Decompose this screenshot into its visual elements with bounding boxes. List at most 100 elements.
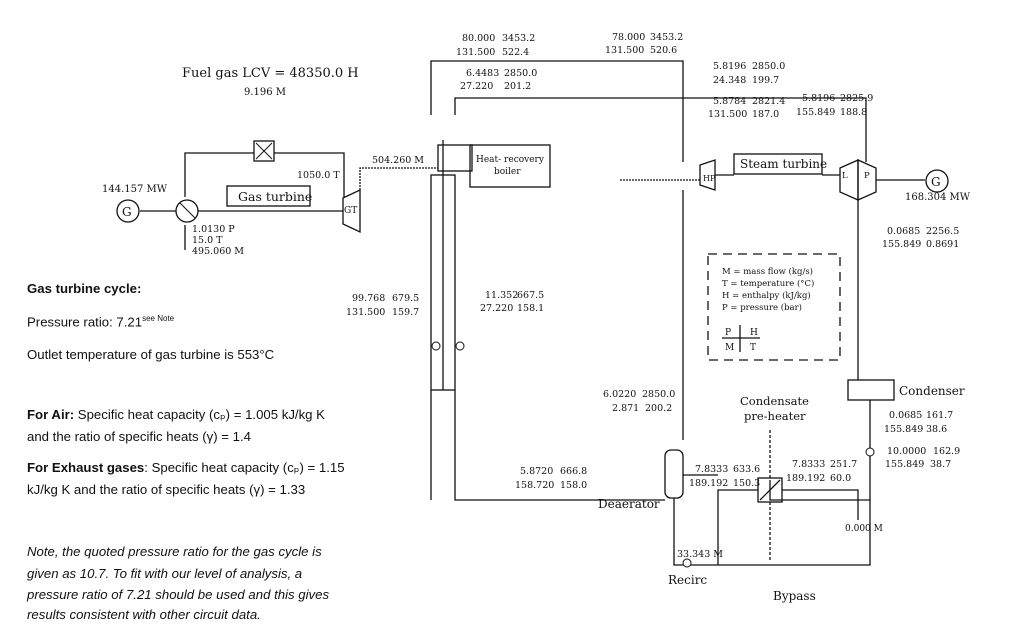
condensate-pump (865, 447, 875, 457)
zero-flow: 0.000 M (845, 524, 883, 534)
gas-turbine-box (226, 185, 311, 207)
lp-in-b-br: 188.8 (840, 107, 867, 118)
ph-in-br: 150.3 (733, 478, 760, 489)
hrb-label-2: boiler (494, 167, 521, 177)
econ-a-br: 159.7 (392, 307, 419, 318)
condenser-label: Condenser (899, 384, 965, 398)
deaerator-label: Deaerator (598, 497, 660, 511)
cond-out-br: 38.6 (926, 424, 947, 435)
legend-box-h: H (750, 328, 758, 338)
econ-b-br: 158.1 (517, 303, 544, 314)
deaer-steam-bl: 2.871 (612, 403, 639, 414)
ph-in-tl: 7.8333 (695, 464, 728, 475)
gt-power: 144.157 MW (102, 184, 168, 195)
reheat-in-bl: 27.220 (460, 81, 493, 92)
note-line-3: pressure ratio of 7.21 should be used an… (27, 587, 330, 602)
compressor (175, 199, 199, 223)
reheat-in-tr: 2850.0 (504, 68, 537, 79)
gt-cycle-title: Gas turbine cycle: (27, 281, 142, 296)
gt-label: GT (344, 206, 357, 216)
pump-out-tl: 10.0000 (887, 446, 926, 457)
deaer-steam-br: 200.2 (645, 403, 672, 414)
air-props: For Air: Specific heat capacity (cₚ) = 1… (27, 407, 325, 422)
hp-turbine (699, 159, 716, 191)
ph-in-tr: 633.6 (733, 464, 760, 475)
fuel-lcv: Fuel gas LCV = 48350.0 H (182, 66, 359, 81)
l-label: L (842, 171, 848, 181)
gt-generator (116, 199, 140, 223)
steam-turbine-label: Steam turbine (740, 157, 827, 171)
ph-out-bl: 189.192 (786, 473, 825, 484)
hp-exit-bl: 24.348 (713, 75, 746, 86)
lp-in-b-tr: 2825.9 (840, 93, 873, 104)
reheat-in-br: 201.2 (504, 81, 531, 92)
reheat-in-tl: 6.4483 (466, 68, 499, 79)
condenser-box (847, 379, 895, 401)
condensate-preheater-1: Condensate (740, 394, 809, 408)
legend-pressure: P = pressure (bar) (722, 302, 802, 313)
lp-exhaust-br: 0.8691 (926, 239, 959, 250)
ph-out-tr: 251.7 (830, 459, 857, 470)
note-line-1: Note, the quoted pressure ratio for the … (27, 544, 322, 559)
air-props-2: and the ratio of specific heats (γ) = 1.… (27, 429, 251, 444)
exhaust-line (359, 167, 438, 190)
econ-pump-b (455, 341, 465, 351)
econ-a-tr: 679.5 (392, 293, 419, 304)
legend-mass: M = mass flow (kg/s) (722, 266, 813, 277)
bypass-label: Bypass (773, 589, 816, 603)
steam-turbine-box (733, 153, 823, 175)
econ-b-tl: 11.352 (485, 290, 518, 301)
lp-exhaust-tl: 0.0685 (887, 226, 920, 237)
pump-out-br: 38.7 (930, 459, 951, 470)
hp-label: HP (703, 174, 716, 183)
gt-generator-label: G (122, 205, 132, 219)
gas-turbine-label: Gas turbine (238, 189, 312, 204)
pump-out-tr: 162.9 (933, 446, 960, 457)
fw-out-bl: 158.720 (515, 480, 554, 491)
legend-box-t: T (750, 343, 756, 353)
econ-pump-a (431, 341, 441, 351)
recirc-label: Recirc (668, 573, 707, 587)
gt-exit-temp: 1050.0 T (297, 170, 340, 181)
fw-out-tr: 666.8 (560, 466, 587, 477)
exhaust-flow: 504.260 M (372, 155, 424, 166)
st-generator-label: G (931, 175, 941, 189)
hp-main2-tr: 3453.2 (650, 32, 683, 43)
note-line-2: given as 10.7. To fit with our level of … (27, 566, 303, 581)
hp-main2-bl: 131.500 (605, 45, 644, 56)
econ-a-bl: 131.500 (346, 307, 385, 318)
cond-out-tr: 161.7 (926, 410, 953, 421)
ph-in-bl: 189.192 (689, 478, 728, 489)
hp-main-bl: 131.500 (456, 47, 495, 58)
econ-a-tl: 99.768 (352, 293, 385, 304)
compressor-inlet-t: 15.0 T (192, 235, 223, 246)
st-generator (925, 169, 949, 193)
econ-b-tr: 667.5 (517, 290, 544, 301)
compressor-inlet-p: 1.0130 P (192, 224, 235, 235)
fw-out-br: 158.0 (560, 480, 587, 491)
gt-shape (342, 188, 361, 234)
note-line-4: results consistent with other circuit da… (27, 607, 261, 622)
lp-exhaust-tr: 2256.5 (926, 226, 959, 237)
legend-box-p: P (725, 328, 731, 338)
legend-box-m: M (725, 343, 734, 353)
lp-in-a-tl: 5.8784 (713, 96, 746, 107)
condensate-preheater-2: pre-heater (744, 409, 806, 423)
hp-exit-br: 199.7 (752, 75, 779, 86)
ph-out-tl: 7.8333 (792, 459, 825, 470)
fuel-flow: 9.196 M (244, 87, 286, 98)
lp-in-b-bl: 155.849 (796, 107, 835, 118)
lp-in-b-tl: 5.8196 (802, 93, 835, 104)
deaer-steam-tl: 6.0220 (603, 389, 636, 400)
hp-main2-br: 520.6 (650, 45, 677, 56)
exh-props-2: kJ/kg K and the ratio of specific heats … (27, 482, 306, 497)
recirc-pump (682, 558, 692, 568)
hrb-box (437, 144, 473, 172)
hp-exit-tr: 2850.0 (752, 61, 785, 72)
lp-exhaust-bl: 155.849 (882, 239, 921, 250)
st-power: 168.304 MW (905, 192, 971, 203)
pump-out-bl: 155.849 (885, 459, 924, 470)
legend-enthalpy: H = enthalpy (kJ/kg) (722, 290, 811, 301)
cond-out-tl: 0.0685 (889, 410, 922, 421)
